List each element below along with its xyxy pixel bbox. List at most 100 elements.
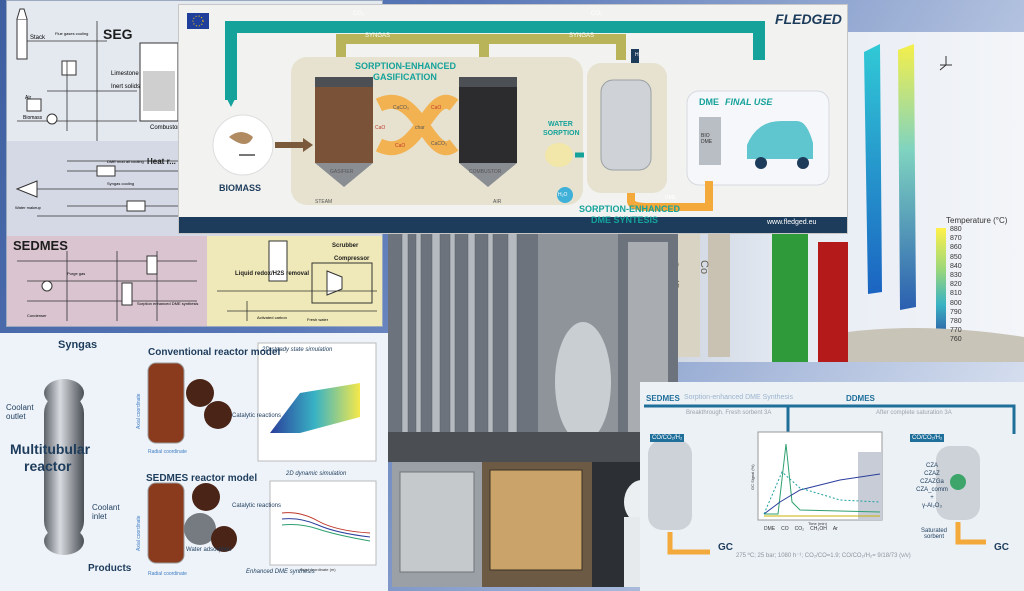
char-label: char [415,125,425,131]
combustor-label: COMBUSTOR [469,169,502,175]
conventional-model-title: Conventional reactor model [148,347,281,358]
catalyst-item: γ-Al₂O₃ [922,503,942,509]
synthesis-title-line2: DME SYNTESIS [591,215,659,225]
catalyst-item: CZA [926,463,938,469]
seg-title: SEG [103,26,133,42]
catalytic-reactions-label-1: Catalytic reactions [232,413,282,419]
temperature-tick: 880 [950,226,962,233]
water-sorption-line2: SORPTION [543,130,580,137]
gasification-title-line2: GASIFICATION [373,72,437,82]
ddmes-tag: DDMES [846,394,875,403]
h2o-label: H₂O [558,192,568,198]
saturation-note: After complete saturation 3A [876,410,952,416]
catalyst-item: CZAZ [924,471,940,477]
gc-signal-axis-label: GC Signal (%) [750,464,755,490]
temperature-tick: 790 [950,308,962,316]
fledged-process-diagram: CO₂ CO₂ SYNGAS SYNGAS H₂ SORPTION-ENHANC… [178,4,848,234]
sedmes-results-graphic [644,404,1016,555]
pilot-plant-photo [388,232,678,462]
syngas-label: Syngas [58,339,98,351]
water-adsorption-label: Water adsorption [186,547,232,553]
gc-left-label: GC [718,542,733,553]
website-label: www.fledged.eu [767,219,817,226]
caco3-label-1: CaCO₃ [393,105,409,111]
coolant-inlet-label: Coolant inlet [92,503,120,521]
legend-entry: CO [781,526,789,532]
co2-label-top-left: CO₂ [353,11,365,17]
dme-flow-label: DME [665,195,677,201]
multitubular-reactor-line2: reactor [24,458,72,474]
stack-label: Stack [30,35,46,41]
legend-entry: CO₂ [794,526,805,532]
cao-label-3: CaO [375,125,386,131]
reactor-model-panel: Syngas Coolant outlet Multitubular react… [0,333,388,591]
limestone-label: Limestone [111,71,139,77]
sedmes-subtitle: Sorption-enhanced DME Synthesis [684,394,793,401]
legend-entry: CH₃OH [810,526,827,532]
saturated-sorbent-label: Saturated sorbent [920,528,948,540]
products-label: Products [88,563,132,574]
syngas-cooling-label: Syngas cooling [107,181,135,186]
sorption-dme-label: Sorption enhanced DME synthesis [137,301,199,306]
liquid-redox-label: Liquid redox/H2S removal [235,271,310,277]
caco3-label-2: CaCO₃ [431,141,447,147]
biomass-label: Biomass [23,115,43,121]
time-axis-label: Time (min) [808,521,827,526]
reactor-3d-render [678,44,1024,362]
sedmes-title: SEDMES [13,238,68,253]
co2-label-top-right: CO₂ [591,11,603,17]
compressor-label: Compressor [334,256,370,262]
conditions-label: 275 ºC; 25 bar; 1080 h⁻¹; CO₂/CO=1.9; CO… [736,553,911,559]
sedmes-results-panel: SEDMES Sorption-enhanced DME Synthesis D… [640,382,1024,591]
activated-carbon-label: Activated carbon [257,315,287,320]
dme-final-use-part2: FINAL USE [725,97,773,107]
flowsheet-lines [15,8,377,321]
feed-left-label: CO/CO₂/H₂ [650,434,685,442]
cao-label-1: CaO [431,105,442,111]
sim-2d-dynamic-label: 2D dynamic simulation [286,471,347,477]
condenser-label: Condenser [27,313,47,318]
temperature-tick: 810 [950,290,962,298]
catalytic-reactions-label-2: Catalytic reactions [232,503,282,509]
air-label: AIR [493,199,502,205]
temperature-tick: 820 [950,281,962,289]
temperature-tick: 870 [950,235,962,243]
catalyst-item: CZAZGa [920,479,944,485]
fledged-logo: FLEDGED [775,11,842,27]
laboratory-photo [392,462,682,587]
cao-label-2: CaO [395,143,406,149]
axial-coordinate-label-2: Axial coordinate [136,515,142,551]
h2-label: H₂ [635,52,641,58]
coolant-outlet-label: Coolant outlet [6,403,34,421]
combustor-3d-label: Co [698,260,710,275]
sedmes-model-title: SEDMES reactor model [146,473,258,484]
legend-entry: DME [764,526,776,532]
temperature-tick: 850 [950,253,962,261]
radial-coordinate-label-2: Radial coordinate [148,571,187,577]
legend-entry: Ar [832,526,838,532]
synthesis-title-line1: SORPTION-ENHANCED [579,204,681,214]
water-sorption-line1: WATER [548,121,573,128]
fresh-water-label: Fresh water [307,317,329,322]
temperature-tick: 860 [950,244,962,252]
reactor-model-graphic [44,342,377,566]
temperature-legend-title: Temperature (°C) [946,216,1008,225]
catalyst-item: + [930,495,934,501]
air-label: Air [25,95,32,101]
scrubber-label: Scrubber [332,243,359,249]
temperature-tick: 840 [950,262,962,270]
breakthrough-note: Breakthrough. Fresh sorbent 3A [686,410,772,416]
temperature-tick: 780 [950,318,962,325]
temperature-tick: 760 [950,336,962,344]
sim-2d-steady-label: 2D steady state simulation [262,347,333,353]
dme-final-use-part1: DME [699,97,719,107]
fledged-graphic [179,13,847,233]
inert-solids-label: Inert solids [111,84,141,90]
syngas-label-left: SYNGAS [365,33,391,39]
heat-recovery-label: Heat r... steam [147,157,202,166]
water-makeup-label: Water makeup [15,205,41,210]
enhanced-dme-label: Enhanced DME synthesis [246,569,315,575]
gasifier-label: GASIFIER [330,169,354,175]
results-legend: DME CO CO₂ CH₃OH Ar [764,526,838,532]
